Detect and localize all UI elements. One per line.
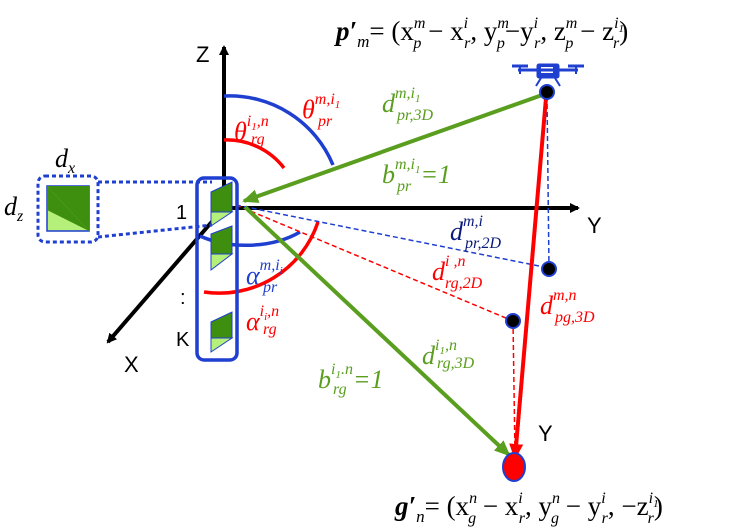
svg-text:dm,npg,3D: dm,npg,3D — [540, 287, 595, 326]
drone-projection-line — [546, 95, 550, 269]
x-axis — [106, 208, 224, 344]
dx-label: dx — [55, 144, 75, 177]
d-rg3d-arrow — [243, 205, 511, 457]
svg-text:dx: dx — [55, 144, 75, 177]
array-dots: : — [180, 287, 186, 309]
y-axis-label: Y — [587, 213, 602, 238]
d-pg3d-arrow — [509, 97, 548, 460]
svg-text:di1,nrg,3D: di1,nrg,3D — [422, 337, 475, 372]
d-pr2d-line — [235, 204, 550, 269]
ground-projection-line — [512, 320, 516, 456]
antenna-element — [210, 225, 234, 272]
theta-rg-arc — [223, 138, 286, 170]
dz-label: dz — [4, 192, 24, 225]
z-axis-label: Z — [196, 42, 209, 67]
svg-text:bm,i1=1pr: bm,i1=1pr — [382, 156, 451, 195]
array-index-last: K — [176, 329, 190, 351]
drone-projection-point — [541, 261, 557, 277]
b-rg-label: bi1.n=1rg — [318, 361, 384, 398]
svg-text:bi1.n=1rg: bi1.n=1rg — [318, 361, 384, 398]
d-pr3d-arrow — [242, 92, 546, 203]
svg-text:θi1,nrg: θi1,nrg — [234, 113, 269, 148]
svg-text:dz: dz — [4, 192, 24, 225]
alpha-rg-arc — [203, 221, 320, 295]
ground-y-label: Y — [538, 421, 553, 446]
svg-text:dm,ipr,2D: dm,ipr,2D — [450, 213, 501, 252]
ground-projection-point — [505, 313, 521, 329]
svg-text:αii,nrg: αii,nrg — [246, 303, 279, 338]
array-frame — [195, 176, 239, 362]
coordinate-axes — [106, 45, 580, 344]
ground-user-point — [502, 452, 526, 482]
antenna-array — [195, 176, 239, 362]
zoom-frame — [36, 174, 100, 244]
svg-text:di ,nrg,2D: di ,nrg,2D — [432, 253, 483, 292]
drone-point — [539, 84, 555, 100]
antenna-element — [210, 181, 234, 227]
array-index-first: 1 — [176, 202, 187, 224]
d-rg2d-line — [235, 204, 514, 322]
drone-icon — [512, 63, 584, 87]
zoom-connector-bottom — [97, 223, 213, 239]
x-axis-label: X — [124, 352, 139, 377]
zoom-element — [46, 185, 90, 232]
b-pr-label: bm,i1=1pr — [382, 156, 451, 195]
theta-pr-arc — [223, 94, 335, 166]
antenna-element — [210, 311, 234, 353]
